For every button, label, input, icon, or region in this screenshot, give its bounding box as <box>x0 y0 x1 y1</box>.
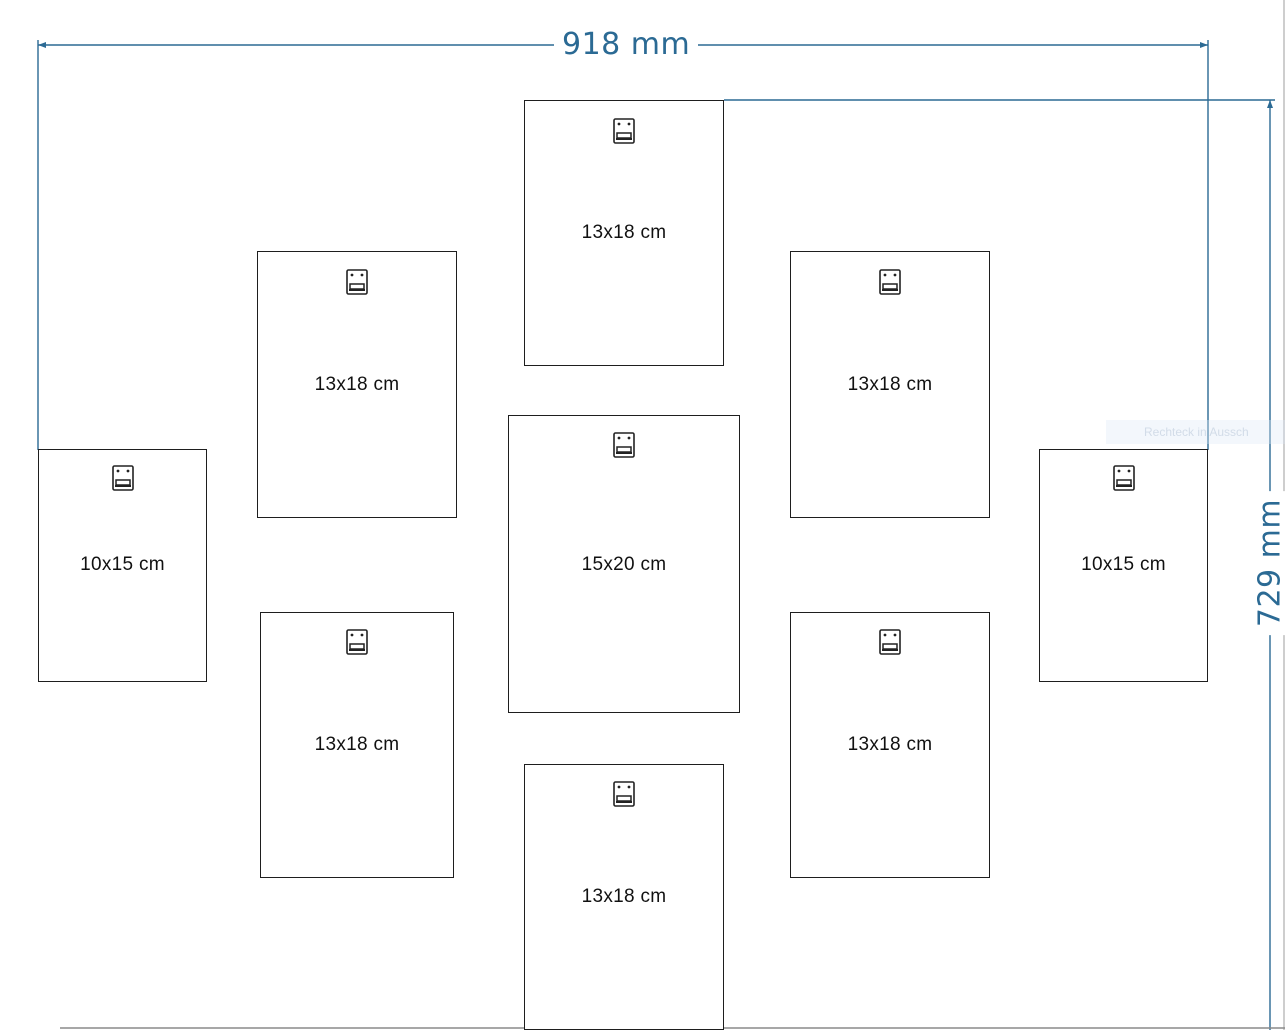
frame-size-label: 13x18 cm <box>314 734 400 755</box>
hanger-icon <box>879 629 901 655</box>
hanger-icon <box>112 465 134 491</box>
frame-size-label: 13x18 cm <box>847 374 933 395</box>
hanger-icon <box>346 629 368 655</box>
photo-frame-upper-right[interactable]: 13x18 cm <box>790 251 990 518</box>
frame-size-label: 13x18 cm <box>581 886 667 907</box>
hanger-icon <box>346 269 368 295</box>
photo-frame-lower-left[interactable]: 13x18 cm <box>260 612 454 878</box>
photo-frame-top-center[interactable]: 13x18 cm <box>524 100 724 366</box>
width-dimension-label: 918 mm <box>554 27 699 62</box>
height-dimension-label: 729 mm <box>1252 490 1285 636</box>
hanger-icon <box>613 118 635 144</box>
hanger-icon <box>1113 465 1135 491</box>
photo-frame-far-right[interactable]: 10x15 cm <box>1039 449 1208 682</box>
photo-frame-lower-right[interactable]: 13x18 cm <box>790 612 990 878</box>
photo-frame-bottom-center[interactable]: 13x18 cm <box>524 764 724 1030</box>
photo-frame-upper-left[interactable]: 13x18 cm <box>257 251 457 518</box>
frame-size-label: 10x15 cm <box>1081 554 1166 575</box>
arrowhead-left <box>38 42 46 48</box>
frame-size-label: 13x18 cm <box>314 374 400 395</box>
frame-size-label: 13x18 cm <box>847 734 933 755</box>
frame-size-label: 13x18 cm <box>581 222 667 243</box>
hanger-icon <box>613 432 635 458</box>
tooltip-text: Rechteck in Aussch <box>1144 425 1249 439</box>
photo-frame-far-left[interactable]: 10x15 cm <box>38 449 207 682</box>
photo-frame-center[interactable]: 15x20 cm <box>508 415 740 713</box>
frame-size-label: 15x20 cm <box>581 554 667 575</box>
frame-size-label: 10x15 cm <box>80 554 165 575</box>
arrowhead-right <box>1200 42 1208 48</box>
hanger-icon <box>879 269 901 295</box>
faint-tooltip: Rechteck in Aussch <box>1106 420 1285 444</box>
hanger-icon <box>613 781 635 807</box>
arrowhead-top <box>1267 100 1273 108</box>
